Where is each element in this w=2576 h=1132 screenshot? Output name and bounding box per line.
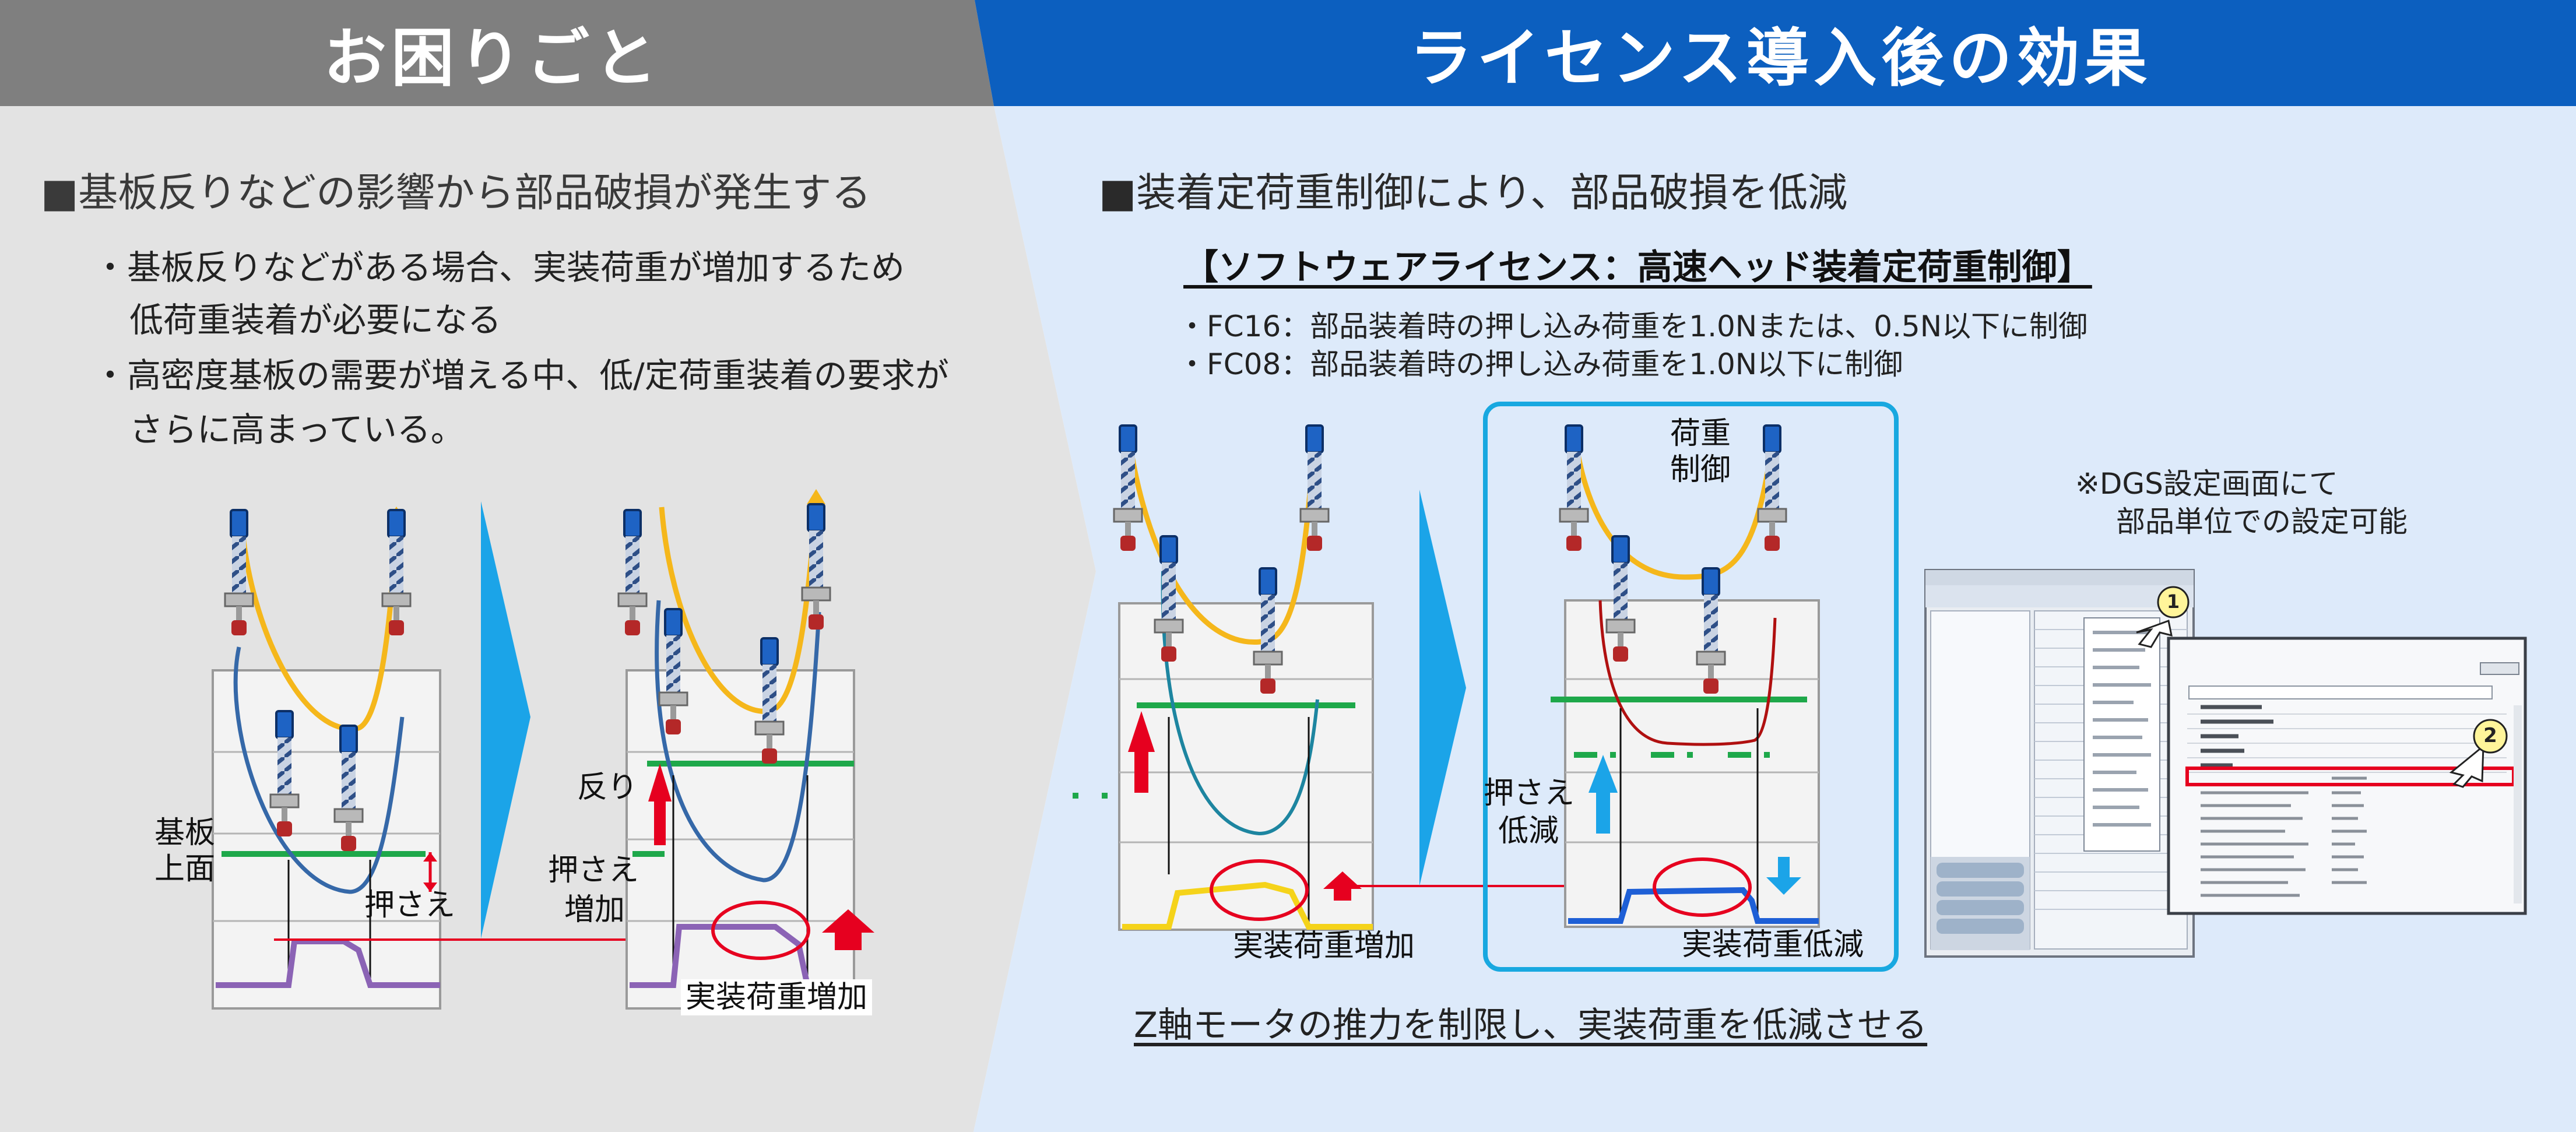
label-press-increase-1: 押さえ: [548, 853, 639, 888]
label-board-top-2: 上面: [154, 852, 216, 887]
right-header-title: ライセンス導入後の効果: [1409, 22, 2152, 95]
label-load-reduce: 実装荷重低減: [1682, 927, 1864, 962]
dgs-note-2: 部品単位での設定可能: [2116, 505, 2408, 539]
load-up-arrow-1: [822, 909, 874, 950]
label-warp: 反り: [577, 770, 638, 805]
label-load-increase-left: 実装荷重増加: [681, 979, 873, 1015]
fc08-spec: ・FC08：部品装着時の押し込み荷重を1.0N以下に制御: [1178, 347, 1903, 381]
label-load-control-2: 制御: [1670, 452, 1731, 487]
label-press-increase-2: 増加: [564, 892, 625, 927]
right-heading: ■装着定荷重制御により、部品破損を低減: [1099, 170, 1848, 216]
left-heading: ■基板反りなどの影響から部品破損が発生する: [41, 170, 871, 216]
left-bullet-2-cont: さらに高まっている。: [129, 410, 465, 449]
press-reduce-arrow: [1589, 755, 1618, 834]
conclusion-text: Z軸モータの推力を制限し、実装荷重を低減させる: [1134, 1005, 1928, 1046]
right-header-bg: [975, 0, 2576, 106]
left-bullet-1: ・基板反りなどがある場合、実装荷重が増加するため: [93, 248, 905, 287]
license-title: 【ソフトウェアライセンス：高速ヘッド装着定荷重制御】: [1183, 247, 2092, 288]
right-diagram-1: [1073, 424, 1626, 931]
label-load-control-1: 荷重: [1670, 416, 1731, 451]
left-diagram-2: [617, 489, 874, 1010]
label-load-increase-right: 実装荷重増加: [1233, 929, 1415, 964]
left-header-title: お困りごと: [323, 22, 662, 95]
label-press-reduce-1: 押さえ: [1484, 776, 1575, 811]
left-header-bg: [0, 0, 994, 106]
transition-arrow-1: [481, 501, 530, 938]
left-bullet-2: ・高密度基板の需要が増える中、低/定荷重装着の要求が: [93, 356, 949, 395]
transition-arrow-2: [1419, 490, 1466, 886]
left-diagram-1: [212, 507, 857, 1010]
fc16-spec: ・FC16：部品装着時の押し込み荷重を1.0Nまたは、0.5N以下に制御: [1178, 310, 2088, 343]
load-down-arrow: [1766, 877, 1801, 895]
label-board-top-1: 基板: [154, 815, 216, 850]
callout-1-badge: [2157, 586, 2190, 618]
dgs-screenshot-detail: [2167, 637, 2527, 915]
warp-arrow: [648, 764, 672, 845]
callout-2-badge: [2473, 719, 2508, 754]
highlight-box: [1483, 402, 1899, 972]
press-up-arrow: [1128, 711, 1155, 793]
dgs-note-1: ※DGS設定画面にて: [2075, 467, 2338, 501]
dgs-screenshot-main: [1924, 569, 2195, 958]
left-bullet-1-cont: 低荷重装着が必要になる: [129, 300, 502, 340]
label-press: 押さえ: [364, 888, 456, 923]
right-diagram-2: [1483, 402, 1899, 972]
callout-2-number: 2: [2483, 724, 2497, 747]
load-up-arrow-2: [1323, 871, 1362, 901]
label-press-reduce-2: 低減: [1498, 814, 1559, 849]
callout-1-number: 1: [2166, 590, 2180, 613]
